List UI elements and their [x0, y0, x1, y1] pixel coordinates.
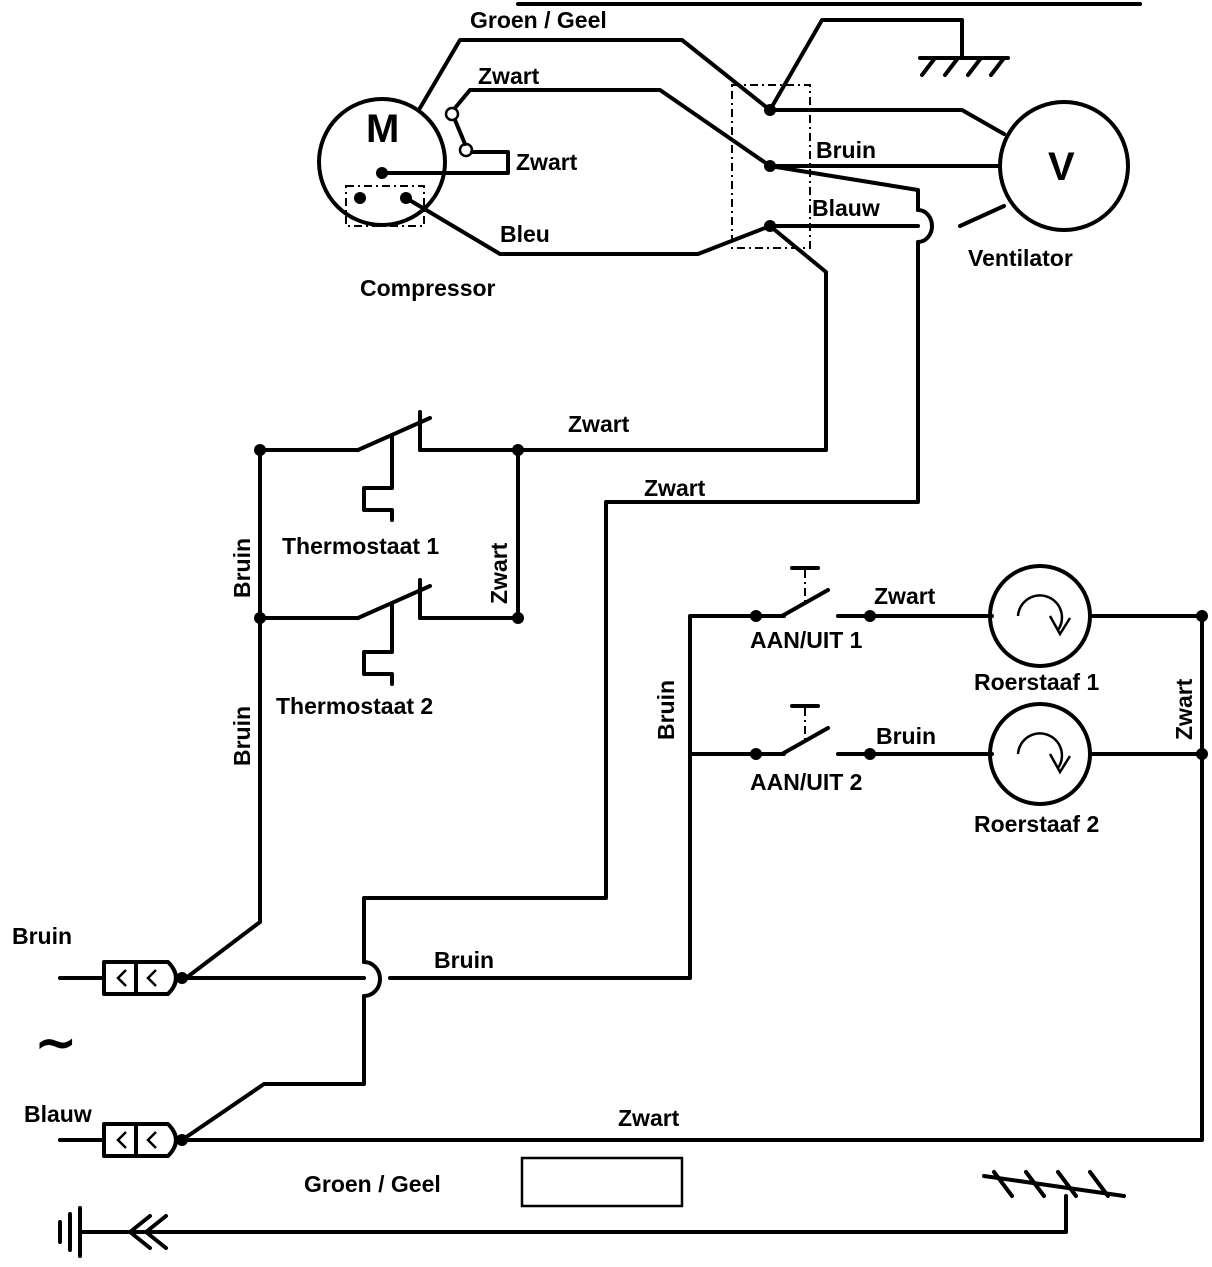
label-bruin-plug: Bruin: [12, 923, 72, 949]
label-aan-uit-1: AAN/UIT 1: [750, 627, 863, 653]
roerstaaf-1-motor: [988, 564, 1092, 668]
label-compressor: Compressor: [360, 275, 496, 301]
switch-aan-uit-2: [750, 704, 994, 760]
wire-zwart-comp-mid: [380, 150, 510, 175]
label-roerstaaf-2: Roerstaaf 2: [974, 811, 1099, 837]
ventilator-v-label: V: [1048, 145, 1075, 189]
label-zwart-switch1: Zwart: [874, 583, 936, 609]
label-zwart-comp-mid: Zwart: [516, 149, 578, 175]
junction-thermo-bottom: [512, 612, 524, 624]
label-zwart-comp-top: Zwart: [478, 63, 540, 89]
wire-hop-vent: [916, 208, 934, 244]
wire-bruin-bottom: [388, 614, 758, 980]
blank-label-box: [520, 1156, 684, 1208]
plug-bruin: [58, 960, 178, 996]
label-ventilator: Ventilator: [968, 245, 1073, 271]
label-bruin-left-upper: Bruin: [229, 538, 255, 598]
label-zwart-thermo-top: Zwart: [568, 411, 630, 437]
label-ac-tilde: ~: [34, 1013, 78, 1073]
wire-zwart-mid-run: [362, 240, 920, 964]
label-thermostaat-2: Thermostaat 2: [276, 693, 433, 719]
label-bruin-vent: Bruin: [816, 137, 876, 163]
compressor-motor: [317, 97, 447, 227]
thermostat-1: [356, 410, 432, 522]
label-blauw-vent: Blauw: [812, 195, 880, 221]
roerstaaf-2-motor: [988, 702, 1092, 806]
wire-hop-bottom: [362, 960, 382, 998]
wire-zwart-down-top: [768, 164, 920, 212]
earth-plug-bottom: [58, 1206, 168, 1258]
compressor-m-label: M: [366, 107, 399, 151]
wire-zwart-thermo-top: [418, 224, 828, 452]
label-bleu: Bleu: [500, 221, 550, 247]
label-zwart-vertical: Zwart: [486, 542, 512, 604]
wire-zwart-comp-top: [453, 88, 772, 168]
label-blauw-plug: Blauw: [24, 1101, 92, 1127]
wire-zwart-right: [180, 614, 1204, 1142]
wire-blauw-up: [180, 994, 366, 1142]
label-groen-geel-top: Groen / Geel: [470, 7, 607, 33]
wire-earth-top: [768, 18, 964, 112]
wire-bruin-left: [184, 448, 262, 980]
label-aan-uit-2: AAN/UIT 2: [750, 769, 862, 795]
relay-contact-bottom: [458, 142, 474, 158]
wire-earth-to-ventilator: [768, 108, 1006, 136]
label-bruin-left-lower: Bruin: [229, 706, 255, 766]
label-bruin-switch2: Bruin: [876, 723, 936, 749]
junction-box: [731, 84, 811, 249]
earth-symbol-bottom: [982, 1170, 1126, 1198]
wire-blauw-vent-end: [958, 204, 1006, 228]
label-zwart-right-vertical: Zwart: [1171, 678, 1197, 740]
label-thermostaat-1: Thermostaat 1: [282, 533, 439, 559]
label-bruin-bottom-wire: Bruin: [434, 947, 494, 973]
wire-bleu: [404, 196, 772, 256]
label-bruin-switch-vertical: Bruin: [653, 680, 679, 740]
label-zwart-bottom-wire: Zwart: [618, 1105, 680, 1131]
junction-right-mid: [1196, 748, 1208, 760]
earth-symbol-top: [920, 56, 1006, 77]
label-zwart-mid: Zwart: [644, 475, 706, 501]
switch-aan-uit-1: [750, 566, 994, 622]
plug-blauw: [58, 1122, 178, 1158]
junction-right-top: [1196, 610, 1208, 622]
relay-link: [453, 118, 467, 146]
ventilator-motor: [998, 100, 1130, 232]
wire-groen-geel-top: [418, 38, 772, 112]
junction-thermo-top: [512, 444, 524, 456]
thermostat-2: [356, 578, 432, 686]
junction-dot-1: [764, 104, 776, 116]
wire-groen-geel-bottom: [128, 1194, 1068, 1234]
label-roerstaaf-1: Roerstaaf 1: [974, 669, 1099, 695]
relay-contact-top: [444, 106, 460, 122]
label-groen-geel-bottom: Groen / Geel: [304, 1171, 441, 1197]
